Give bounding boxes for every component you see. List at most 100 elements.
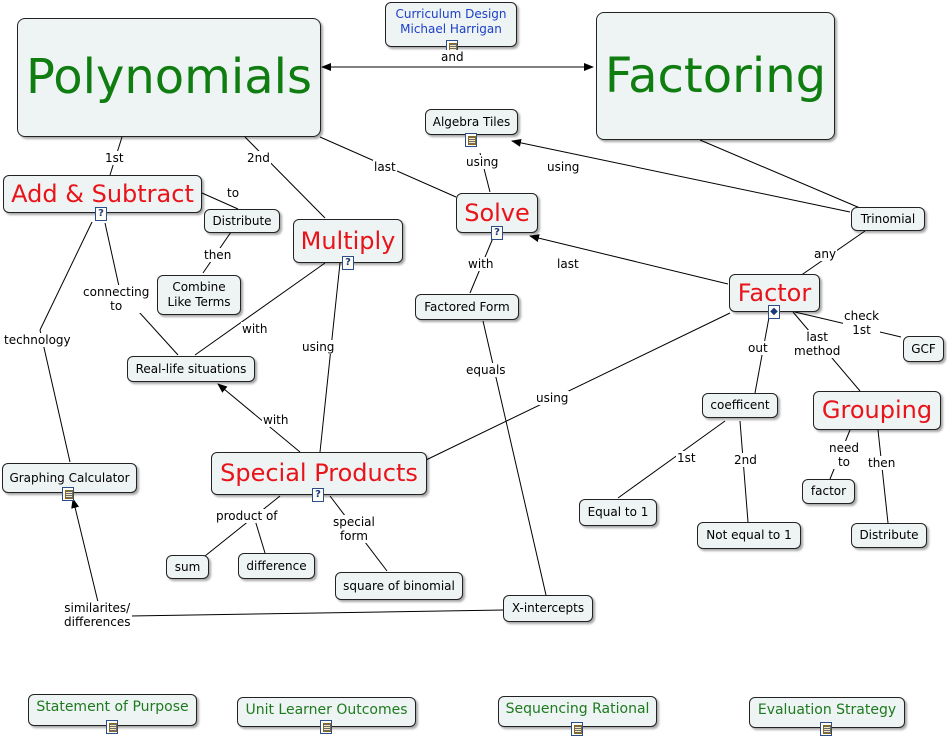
document-icon[interactable] <box>571 722 583 736</box>
combine-line-1: Combine <box>172 280 226 294</box>
solve-label: Solve <box>464 198 530 227</box>
add-subtract-node[interactable]: Add & Subtract <box>3 175 202 213</box>
connecting-line-1: connecting <box>83 285 150 299</box>
link-label-with-multiply: with <box>241 322 269 336</box>
coefficient-label: coefficent <box>710 398 770 412</box>
link-label-special-form: special form <box>332 515 376 543</box>
graphing-calculator-label: Graphing Calculator <box>9 470 130 485</box>
curriculum-design-node[interactable]: Curriculum Design Michael Harrigan <box>385 2 517 47</box>
evaluation-strategy-label: Evaluation Strategy <box>757 702 897 718</box>
equal-to-1-node[interactable]: Equal to 1 <box>579 499 657 526</box>
multiply-node[interactable]: Multiply <box>293 219 403 263</box>
link-label-then-grouping: then <box>867 456 897 470</box>
real-life-node[interactable]: Real-life situations <box>127 356 255 382</box>
gcf-label: GCF <box>911 341 936 356</box>
help-icon[interactable]: ? <box>342 256 354 270</box>
combine-like-terms-node[interactable]: Combine Like Terms <box>157 275 241 315</box>
trinomial-label: Trinomial <box>860 211 916 226</box>
connecting-line-2: to <box>110 299 123 313</box>
help-icon[interactable]: ? <box>491 226 503 240</box>
coefficient-node[interactable]: coefficent <box>702 393 778 418</box>
special-products-label: Special Products <box>220 459 418 487</box>
help-icon[interactable]: ? <box>312 488 324 502</box>
curriculum-line-2: Michael Harrigan <box>400 22 502 36</box>
algebra-tiles-label: Algebra Tiles <box>432 114 511 129</box>
need-line-2: to <box>837 455 851 469</box>
link-label-2nd: 2nd <box>246 151 271 165</box>
algebra-tiles-node[interactable]: Algebra Tiles <box>425 109 518 135</box>
document-icon[interactable] <box>320 720 332 734</box>
sum-node[interactable]: sum <box>166 555 209 579</box>
distribute-node[interactable]: Distribute <box>204 209 280 233</box>
equal-to-1-label: Equal to 1 <box>587 505 649 519</box>
x-intercepts-label: X-intercepts <box>511 601 585 615</box>
link-label-connecting-to: connecting to <box>82 285 151 313</box>
curriculum-line-1: Curriculum Design <box>395 7 507 21</box>
link-label-using-trinomial: using <box>546 160 581 174</box>
distribute-2-node[interactable]: Distribute <box>851 523 927 548</box>
link-label-2nd-coef: 2nd <box>733 453 758 467</box>
link-label-with-special: with <box>262 413 290 427</box>
link-label-to: to <box>226 186 241 200</box>
link-label-check-1st: check 1st <box>843 309 881 337</box>
factoring-title: Factoring <box>604 47 827 104</box>
distribute-label: Distribute <box>212 213 272 228</box>
link-label-need-to: need to <box>828 441 860 469</box>
statement-of-purpose-label: Statement of Purpose <box>36 699 189 715</box>
document-icon[interactable] <box>62 487 74 501</box>
link-label-using-multiply: using <box>301 340 336 354</box>
sequencing-rational-label: Sequencing Rational <box>505 701 650 717</box>
distribute-2-label: Distribute <box>859 528 919 542</box>
not-equal-to-1-node[interactable]: Not equal to 1 <box>697 522 801 549</box>
difference-label: difference <box>246 558 307 573</box>
help-icon[interactable]: ? <box>95 207 107 221</box>
document-icon[interactable] <box>465 133 477 147</box>
link-label-any: any <box>813 247 838 261</box>
grouping-label: Grouping <box>821 396 933 424</box>
gcf-node[interactable]: GCF <box>903 336 944 362</box>
polynomials-title: Polynomials <box>26 49 312 105</box>
trinomial-node[interactable]: Trinomial <box>851 207 925 231</box>
sum-label: sum <box>174 559 201 574</box>
document-icon[interactable] <box>106 720 118 734</box>
sequencing-rational-node[interactable]: Sequencing Rational <box>498 696 657 727</box>
x-intercepts-node[interactable]: X-intercepts <box>503 595 593 622</box>
factor-label: Factor <box>737 278 812 307</box>
special-products-node[interactable]: Special Products <box>211 452 427 495</box>
polynomials-node[interactable]: Polynomials <box>17 18 321 137</box>
square-of-binomial-label: square of binomial <box>343 578 455 593</box>
link-label-using-factor: using <box>535 391 570 405</box>
grouping-node[interactable]: Grouping <box>813 391 941 430</box>
difference-node[interactable]: difference <box>238 553 315 579</box>
document-icon[interactable] <box>820 722 832 736</box>
need-line-1: need <box>829 441 859 455</box>
link-label-equals: equals <box>465 363 507 377</box>
link-label-with-solve: with <box>467 257 495 271</box>
similarities-line-2: differences <box>64 615 131 629</box>
link-label-last: last <box>373 160 397 174</box>
evaluation-strategy-node[interactable]: Evaluation Strategy <box>749 697 905 728</box>
last-method-line-2: method <box>794 344 841 358</box>
factoring-node[interactable]: Factoring <box>596 12 835 140</box>
link-label-1st-coef: 1st <box>676 451 697 465</box>
real-life-label: Real-life situations <box>135 361 247 376</box>
square-of-binomial-node[interactable]: square of binomial <box>335 572 463 600</box>
factored-form-label: Factored Form <box>424 299 510 314</box>
link-label-similarities: similarites/ differences <box>63 601 132 629</box>
hierarchy-icon[interactable]: ◆ <box>768 305 780 319</box>
factored-form-node[interactable]: Factored Form <box>415 294 519 320</box>
check-line-2: 1st <box>852 323 871 337</box>
last-method-line-1: last <box>806 330 828 344</box>
link-label-last-factor: last <box>556 257 580 271</box>
link-label-technology: technology <box>3 333 72 347</box>
factor-small-node[interactable]: factor <box>802 479 855 504</box>
check-line-1: check <box>844 309 880 323</box>
link-label-last-method: last method <box>793 330 842 358</box>
special-form-line-2: form <box>339 529 368 543</box>
not-equal-to-1-label: Not equal to 1 <box>706 528 792 542</box>
link-label-out: out <box>747 341 769 355</box>
combine-line-2: Like Terms <box>167 295 231 309</box>
factor-small-label: factor <box>810 484 847 498</box>
link-label-1st: 1st <box>104 151 125 165</box>
